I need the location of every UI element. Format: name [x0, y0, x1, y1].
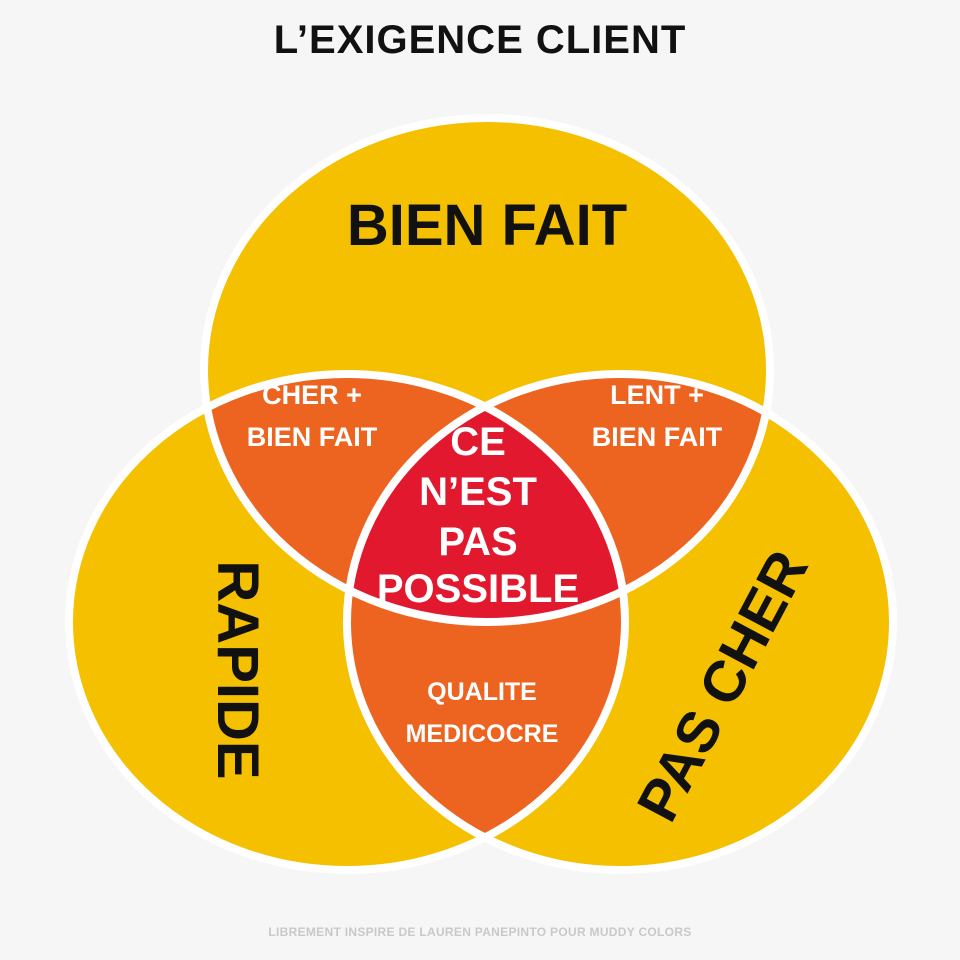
region-center: [347, 374, 625, 622]
label-center-line2: N’EST: [419, 470, 537, 514]
label-center-line1: CE: [450, 420, 506, 464]
credit-footer: LIBREMENT INSPIRE DE LAUREN PANEPINTO PO…: [268, 925, 692, 939]
label-qualite-line2: MEDICOCRE: [406, 720, 559, 748]
label-bien-fait: BIEN FAIT: [347, 193, 627, 258]
label-cher-line1: CHER +: [262, 380, 362, 410]
label-lent-line2: BIEN FAIT: [592, 422, 723, 452]
label-cher-line2: BIEN FAIT: [247, 422, 378, 452]
label-rapide: RAPIDE: [205, 560, 270, 779]
label-center-line3: PAS: [438, 520, 517, 564]
page-title: L’EXIGENCE CLIENT: [273, 18, 687, 62]
label-lent-line1: LENT +: [610, 380, 704, 410]
label-qualite-line1: QUALITE: [427, 678, 537, 706]
label-center-line4: POSSIBLE: [377, 567, 579, 611]
circle-borders: [65, 114, 897, 874]
